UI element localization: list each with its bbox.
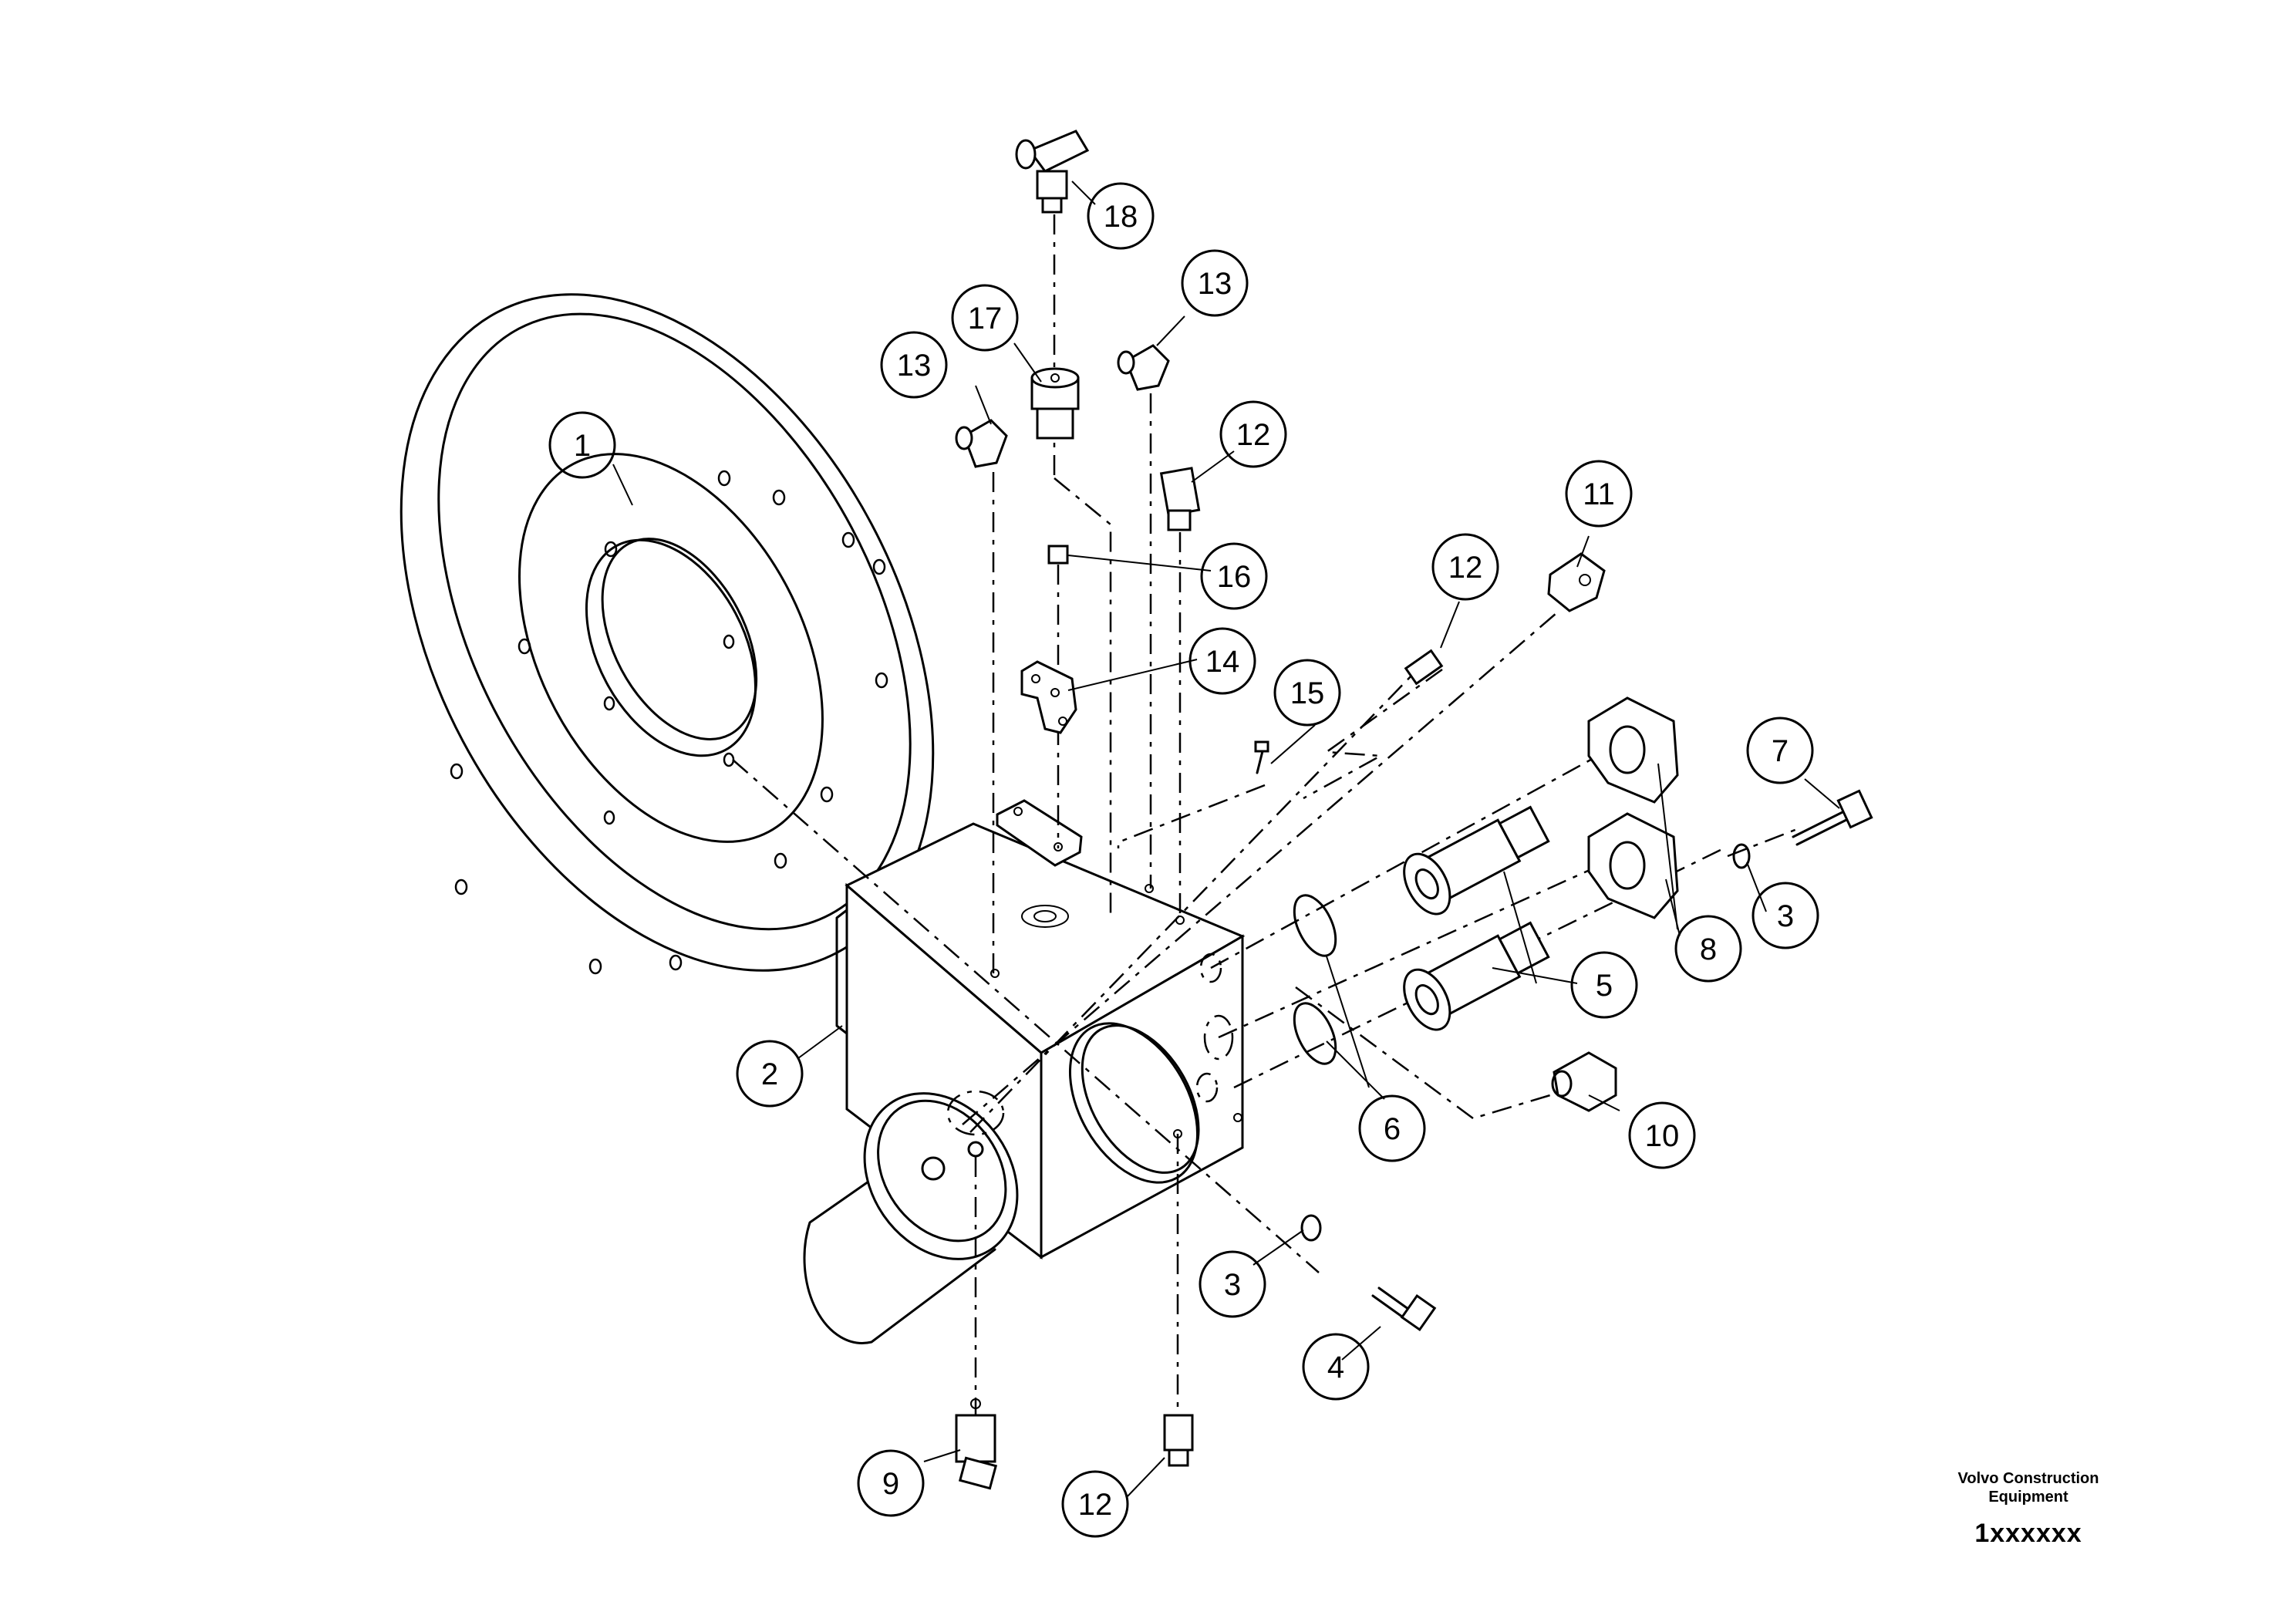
svg-text:4: 4 [1327, 1351, 1344, 1384]
svg-text:12: 12 [1078, 1488, 1113, 1522]
svg-text:14: 14 [1205, 645, 1240, 679]
svg-text:12: 12 [1236, 418, 1271, 452]
callout-7: 7 [1746, 717, 1814, 784]
callout-13a: 13 [1181, 249, 1249, 317]
callout-15: 15 [1273, 659, 1341, 727]
svg-text:2: 2 [761, 1057, 778, 1091]
callout-3a: 3 [1752, 882, 1819, 949]
callout-13b: 13 [880, 331, 948, 399]
callout-6a: 6 [1358, 1094, 1426, 1162]
svg-text:15: 15 [1290, 676, 1325, 710]
callout-5a: 5 [1570, 951, 1638, 1019]
svg-text:11: 11 [1583, 477, 1615, 511]
svg-text:17: 17 [968, 302, 1003, 336]
accumulator [803, 1090, 1019, 1344]
callout-12b: 12 [1431, 533, 1499, 601]
callout-16: 16 [1200, 542, 1268, 610]
publisher-credit: Volvo Construction Equipment 1xxxxxx [1897, 1469, 2159, 1549]
svg-text:13: 13 [1198, 267, 1232, 301]
callout-9: 9 [857, 1449, 925, 1517]
callout-3b: 3 [1199, 1250, 1266, 1318]
svg-text:18: 18 [1104, 200, 1138, 234]
callout-balloons: 1 2 3 3 4 5 5 6 6 7 8 8 9 10 11 12 12 12… [548, 182, 1819, 1538]
svg-text:3: 3 [1224, 1268, 1241, 1302]
publisher-name-line2: Equipment [1988, 1489, 2068, 1506]
callout-11: 11 [1565, 460, 1633, 528]
svg-text:3: 3 [1777, 899, 1794, 933]
callout-1: 1 [548, 411, 616, 479]
callout-4: 4 [1302, 1333, 1370, 1401]
callout-12c: 12 [1061, 1470, 1129, 1538]
svg-text:12: 12 [1448, 551, 1483, 585]
callout-14: 14 [1188, 627, 1256, 695]
callout-10: 10 [1628, 1101, 1696, 1169]
svg-text:16: 16 [1217, 560, 1252, 594]
callout-8a: 8 [1674, 915, 1742, 983]
valve-block [835, 799, 1246, 1260]
svg-text:9: 9 [882, 1467, 899, 1501]
callout-2: 2 [736, 1040, 804, 1108]
svg-text:1: 1 [574, 429, 591, 463]
svg-text:7: 7 [1772, 734, 1789, 768]
svg-text:10: 10 [1645, 1119, 1680, 1153]
fittings [955, 130, 1873, 1490]
svg-text:13: 13 [897, 349, 932, 383]
publisher-name-line1: Volvo Construction [1957, 1470, 2099, 1487]
drawing-number: 1xxxxxx [1974, 1519, 2082, 1548]
svg-text:8: 8 [1700, 932, 1717, 966]
svg-text:5: 5 [1596, 969, 1613, 1003]
leader-lines [612, 180, 1840, 1497]
callout-12a: 12 [1219, 400, 1287, 468]
callout-18: 18 [1087, 182, 1155, 250]
callout-17: 17 [951, 284, 1019, 352]
svg-text:6: 6 [1384, 1112, 1401, 1146]
